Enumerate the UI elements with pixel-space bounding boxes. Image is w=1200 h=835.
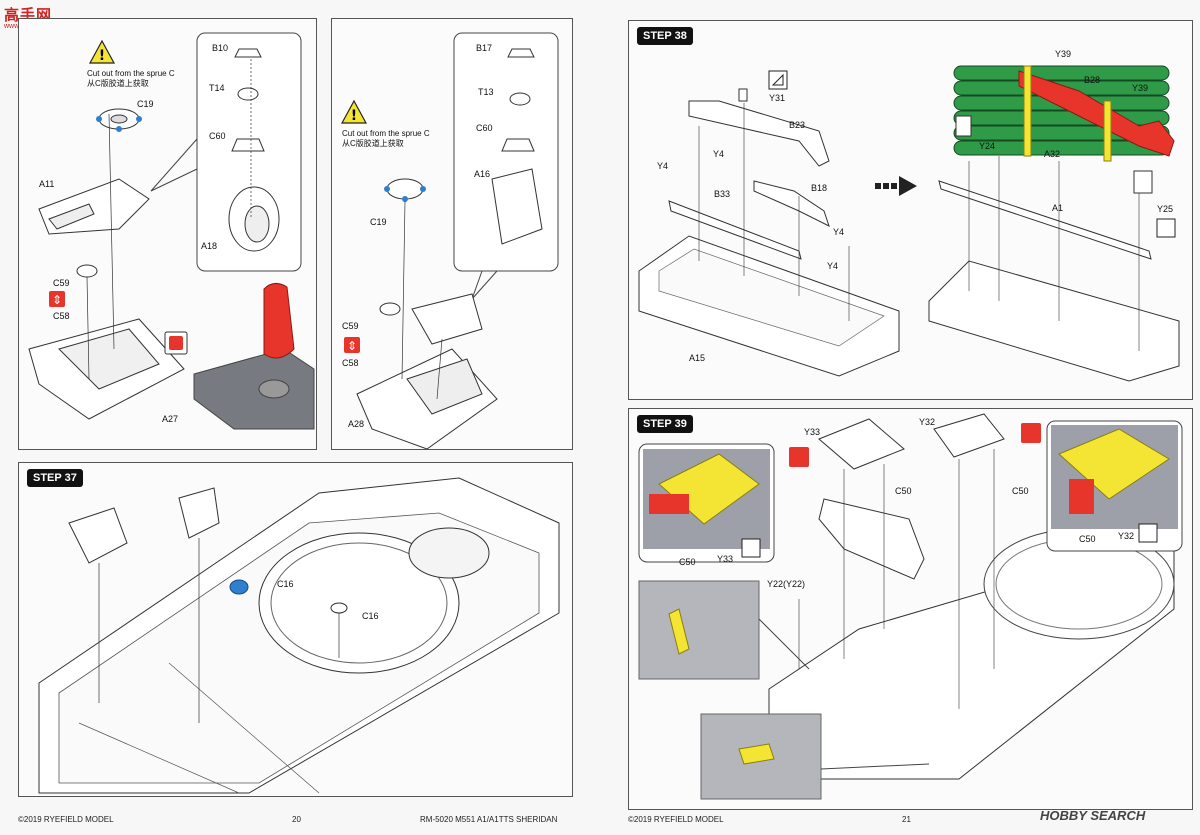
label-a1: A1 [1052,203,1064,213]
step39-drawing [638,413,1183,800]
label-a28: A28 [348,419,365,429]
svg-text:!: ! [99,48,105,64]
label-b10: B10 [212,43,229,53]
label-y4: Y4 [827,261,839,271]
part-b33 [668,200,802,260]
label-b23: B23 [789,120,806,130]
label-c19: C19 [137,99,154,109]
label-y25: Y25 [1157,204,1174,214]
label-a15: A15 [689,353,706,363]
svg-text:⇕: ⇕ [347,339,357,353]
part-a1 [938,180,1152,260]
panel-hatch-assembly-1: ! ⇕ [18,18,317,450]
yellow-strap [1103,100,1112,162]
label-c59: C59 [342,321,359,331]
label-c60: C60 [209,131,226,141]
label-y4: Y4 [657,161,669,171]
label-c50-inset: C50 [679,557,696,567]
panel-step-37: STEP 37 C16 C16 [18,462,573,797]
label-c19: C19 [370,217,387,227]
label-c50: C50 [1012,486,1029,496]
part-c59 [379,302,401,316]
footer-product: RM-5020 M551 A1/A1TTS SHERIDAN [420,815,558,824]
caution-en: Cut out from the sprue C [87,69,175,78]
label-y39: Y39 [1132,83,1149,93]
footer-copyright: ©2019 RYEFIELD MODEL [18,815,114,824]
label-y32-inset: Y32 [1118,531,1135,541]
svg-text:!: ! [351,108,357,124]
part-c59 [76,264,98,278]
part-c16-blue [229,579,249,595]
label-y4: Y4 [713,149,725,159]
panel2-drawing: ! ⇕ [340,32,559,449]
caution-cn: 从C版胶道上获取 [342,139,404,148]
caution-triangle-icon [88,39,116,64]
label-y33: Y33 [804,427,821,437]
part-b23 [688,100,830,167]
label-y22: Y22(Y22) [767,579,806,589]
label-c59: C59 [53,278,70,288]
step38-drawing [638,65,1180,382]
part-y32 [933,413,1005,458]
hobby-search-text: HOBBY SEARCH [1040,808,1146,823]
label-y24: Y24 [979,141,996,151]
label-b33: B33 [714,189,731,199]
label-y33-inset: Y33 [717,554,734,564]
panel-step-39: STEP 39 Y33 Y32 C50 C50 C50 Y33 C50 Y32 … [628,408,1193,810]
label-y4: Y4 [833,227,845,237]
caution-note-1: Cut out from the sprue C 从C版胶道上获取 [87,69,175,89]
step37-drawing [38,477,560,794]
part-c16 [330,602,348,614]
label-c16: C16 [362,611,379,621]
caution-note-2: Cut out from the sprue C 从C版胶道上获取 [342,129,430,149]
footer-copyright: ©2019 RYEFIELD MODEL [628,815,724,824]
label-c58: C58 [53,311,70,321]
label-a18: A18 [201,241,218,251]
label-a11: A11 [39,179,55,189]
swap-horizontal-icon [1021,423,1041,443]
part-b18 [753,180,830,227]
step-39-badge: STEP 39 [637,415,693,433]
label-c50: C50 [895,486,912,496]
panel-step-38: STEP 38 Y31 B23 Y4 Y4 B33 B18 Y4 Y4 A15 … [628,20,1193,400]
caution-triangle-icon [340,99,368,124]
left-page: 高手网 www.gaoshou.com ! ⇕ [4,7,573,824]
arrow-right-icon [899,176,917,196]
swap-horizontal-icon [169,336,183,350]
label-a27: A27 [162,414,179,424]
hobby-search-logo: HOBBY SEARCH [1040,808,1145,823]
panel-hatch-assembly-2: ! ⇕ Cut out from the sprue C 从C版胶道上获取 C1… [331,18,573,450]
swap-vertical-icon [344,337,360,353]
label-c16: C16 [277,579,294,589]
label-b17: B17 [476,43,493,53]
svg-text:⇕: ⇕ [52,293,62,307]
label-b28: B28 [1084,75,1101,85]
label-a32: A32 [1044,149,1061,159]
swap-horizontal-icon [789,447,809,467]
label-c58: C58 [342,358,359,368]
label-b18: B18 [811,183,828,193]
label-y39: Y39 [1055,49,1072,59]
label-t13: T13 [478,87,494,97]
swap-vertical-icon [49,291,65,307]
panel1-drawing: ! ⇕ [28,32,315,430]
label-y31: Y31 [769,93,786,103]
footer-page-number: 20 [292,815,301,824]
label-c60: C60 [476,123,493,133]
footer-page-number: 21 [902,815,911,824]
caution-cn: 从C版胶道上获取 [87,79,149,88]
label-y32: Y32 [919,417,936,427]
red-seat-shape [263,283,295,359]
label-t14: T14 [209,83,225,93]
step-38-badge: STEP 38 [637,27,693,45]
label-c50-inset2: C50 [1079,534,1096,544]
caution-en: Cut out from the sprue C [342,129,430,138]
label-a16: A16 [474,169,491,179]
part-y33 [818,418,905,470]
yellow-strap [1023,65,1032,157]
right-page: STEP 38 Y31 B23 Y4 Y4 B33 B18 Y4 Y4 A15 … [600,0,1200,835]
step-37-badge: STEP 37 [27,469,83,487]
